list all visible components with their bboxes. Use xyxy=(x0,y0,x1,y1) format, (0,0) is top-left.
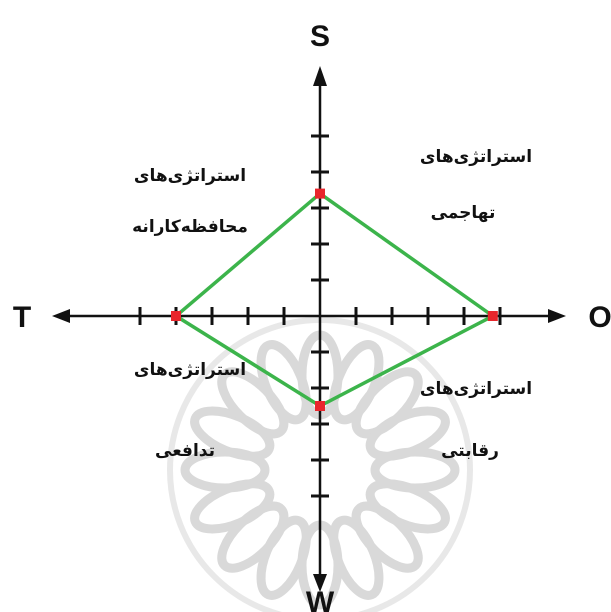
watermark-petal xyxy=(351,501,423,573)
quadrant-bottom-left-line2: تدافعی xyxy=(155,441,215,461)
vertex-marker-t xyxy=(171,311,181,321)
watermark-petal xyxy=(351,367,423,439)
arrow-right-icon xyxy=(548,309,566,323)
watermark-rosette xyxy=(167,317,473,612)
arrow-left-icon xyxy=(52,309,70,323)
axis-label-t: T xyxy=(13,301,31,334)
vertex-marker-o xyxy=(487,311,498,321)
polygon-vertices xyxy=(171,188,498,411)
watermark-petal xyxy=(217,501,289,573)
arrow-down-icon xyxy=(313,574,327,592)
quadrant-bottom-left-line1: استراتژی‌های xyxy=(134,360,246,380)
axis-label-w: W xyxy=(306,586,335,612)
axis-label-s: S xyxy=(310,20,330,53)
axes xyxy=(52,66,566,592)
quadrant-top-right-line1: استراتژی‌های xyxy=(420,147,532,167)
quadrant-bottom-right-line2: رقابتی xyxy=(441,441,499,461)
quadrant-bottom-right-line1: استراتژی‌های xyxy=(420,379,532,399)
quadrant-top-left-line2: محافظه‌کارانه xyxy=(132,217,248,237)
vertex-marker-w xyxy=(315,401,325,411)
quadrant-top-left-line1: استراتژی‌های xyxy=(134,166,246,186)
vertex-marker-s xyxy=(315,188,325,199)
axis-label-o: O xyxy=(588,301,611,334)
quadrant-top-right-line2: تهاجمی xyxy=(431,203,496,223)
watermark-petal xyxy=(365,406,450,461)
arrow-up-icon xyxy=(313,66,327,86)
